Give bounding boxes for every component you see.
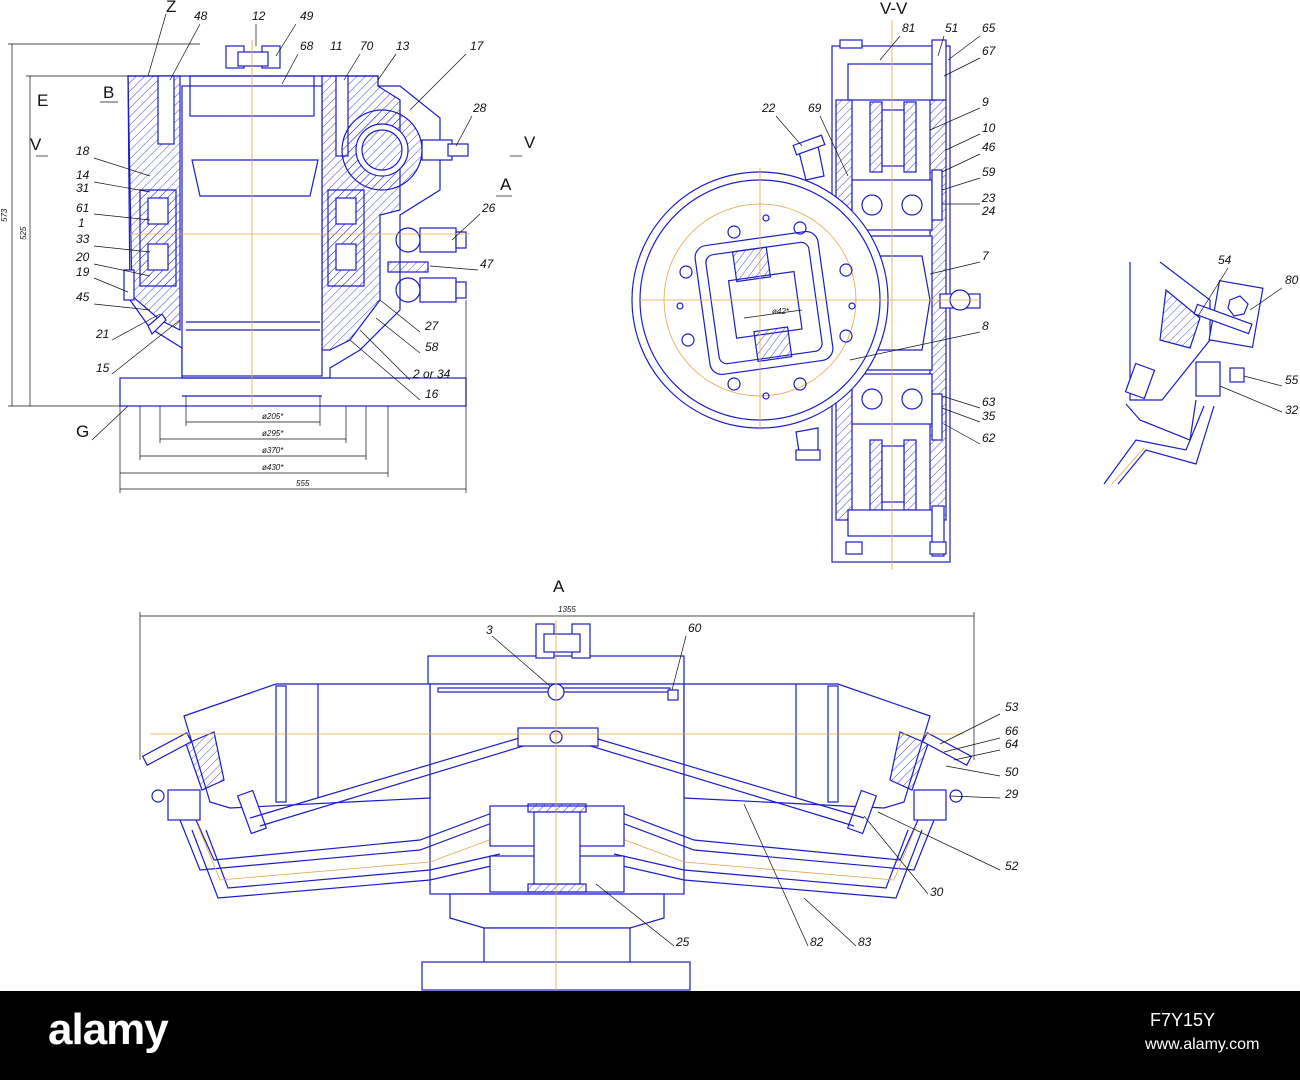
part-label-14: 33 <box>76 232 90 246</box>
part-label-50: 66 <box>1005 724 1019 738</box>
part-label-3: 68 <box>300 39 314 53</box>
part-label-5: 70 <box>360 39 374 53</box>
section-letter-3: V <box>30 135 42 154</box>
part-label-21: 47 <box>480 257 495 271</box>
part-label-27: 51 <box>945 21 958 35</box>
part-label-25: 16 <box>425 387 439 401</box>
dimension-label-4: ø370* <box>262 446 284 455</box>
part-label-48: 60 <box>688 621 702 635</box>
part-label-19: 15 <box>96 361 110 375</box>
part-label-31: 69 <box>808 101 822 115</box>
dimension-label-7: ø42* <box>772 307 790 316</box>
part-label-29: 67 <box>982 44 997 58</box>
part-label-23: 58 <box>425 340 439 354</box>
dimension-label-1: 525 <box>19 226 28 240</box>
part-label-35: 59 <box>982 165 996 179</box>
flange-bolt-holes <box>676 214 856 400</box>
part-label-34: 46 <box>982 140 996 154</box>
part-label-41: 35 <box>982 409 996 423</box>
section-letters: Z B E V V A G V-V A <box>30 0 908 596</box>
part-label-10: 14 <box>76 168 90 182</box>
alamy-logo: alamy <box>48 1005 169 1054</box>
section-letter-6: G <box>76 422 89 441</box>
section-letter-7: V-V <box>880 0 908 18</box>
part-label-54: 52 <box>1005 859 1019 873</box>
part-label-32: 9 <box>982 95 989 109</box>
part-label-16: 19 <box>76 265 90 279</box>
section-letter-4: V <box>524 133 536 152</box>
part-label-46: 32 <box>1285 403 1299 417</box>
part-label-20: 26 <box>481 201 496 215</box>
part-label-55: 30 <box>930 885 944 899</box>
section-letter-5: A <box>500 175 512 194</box>
part-label-42: 62 <box>982 431 996 445</box>
part-label-58: 83 <box>858 935 872 949</box>
part-label-22: 27 <box>424 319 440 333</box>
part-label-17: 45 <box>76 290 90 304</box>
part-label-37: 24 <box>981 204 996 218</box>
part-label-1: 12 <box>252 9 266 23</box>
part-label-6: 13 <box>396 39 410 53</box>
part-label-47: 3 <box>486 623 493 637</box>
part-label-38: 7 <box>982 249 990 263</box>
part-label-36: 23 <box>981 191 996 205</box>
section-letter-8: A <box>553 577 565 596</box>
dimension-label-0: 573 <box>0 208 9 222</box>
part-label-9: 18 <box>76 144 90 158</box>
section-letter-2: E <box>37 91 48 110</box>
part-label-51: 64 <box>1005 737 1019 751</box>
part-label-53: 29 <box>1004 787 1019 801</box>
dimension-label-6: 555 <box>296 479 310 488</box>
part-label-39: 8 <box>982 319 989 333</box>
part-label-2: 49 <box>300 9 314 23</box>
dimension-label-5: ø430* <box>262 463 284 472</box>
part-label-8: 28 <box>472 101 487 115</box>
part-label-52: 50 <box>1005 765 1019 779</box>
part-label-57: 82 <box>810 935 824 949</box>
part-label-18: 21 <box>95 327 109 341</box>
part-label-26: 81 <box>902 21 915 35</box>
section-letter-1: B <box>103 83 114 102</box>
website-url: www.alamy.com <box>1145 1036 1260 1053</box>
part-label-12: 61 <box>76 201 89 215</box>
part-label-49: 53 <box>1005 700 1019 714</box>
part-label-45: 55 <box>1285 373 1299 387</box>
dimension-label-8: 1355 <box>558 605 576 614</box>
section-view-vv <box>631 20 981 570</box>
section-letter-0: Z <box>166 0 176 16</box>
view-a-bottom <box>139 612 1001 991</box>
dimension-labels: 573 525 ø205* ø295* ø370* ø430* 555 ø42* 1355 <box>0 208 790 614</box>
watermark-bar <box>0 991 1300 1080</box>
part-label-0: 48 <box>194 9 208 23</box>
part-label-15: 20 <box>75 250 90 264</box>
part-label-40: 63 <box>982 395 996 409</box>
dimension-label-3: ø295* <box>262 429 284 438</box>
part-label-28: 65 <box>982 21 996 35</box>
section-view-left <box>8 13 522 493</box>
dimension-label-2: ø205* <box>262 412 284 421</box>
part-label-4: 11 <box>330 39 342 53</box>
part-label-43: 54 <box>1218 253 1232 267</box>
part-label-33: 10 <box>982 121 996 135</box>
part-label-56: 25 <box>675 935 690 949</box>
stock-image-id: F7Y15Y <box>1150 1010 1216 1030</box>
part-label-44: 80 <box>1285 273 1299 287</box>
part-label-7: 17 <box>470 39 485 53</box>
detail-view-right <box>1103 261 1283 485</box>
part-label-13: 1 <box>78 216 85 230</box>
part-label-24: 2 or 34 <box>412 367 451 381</box>
part-label-30: 22 <box>761 101 776 115</box>
part-label-11: 31 <box>76 181 89 195</box>
